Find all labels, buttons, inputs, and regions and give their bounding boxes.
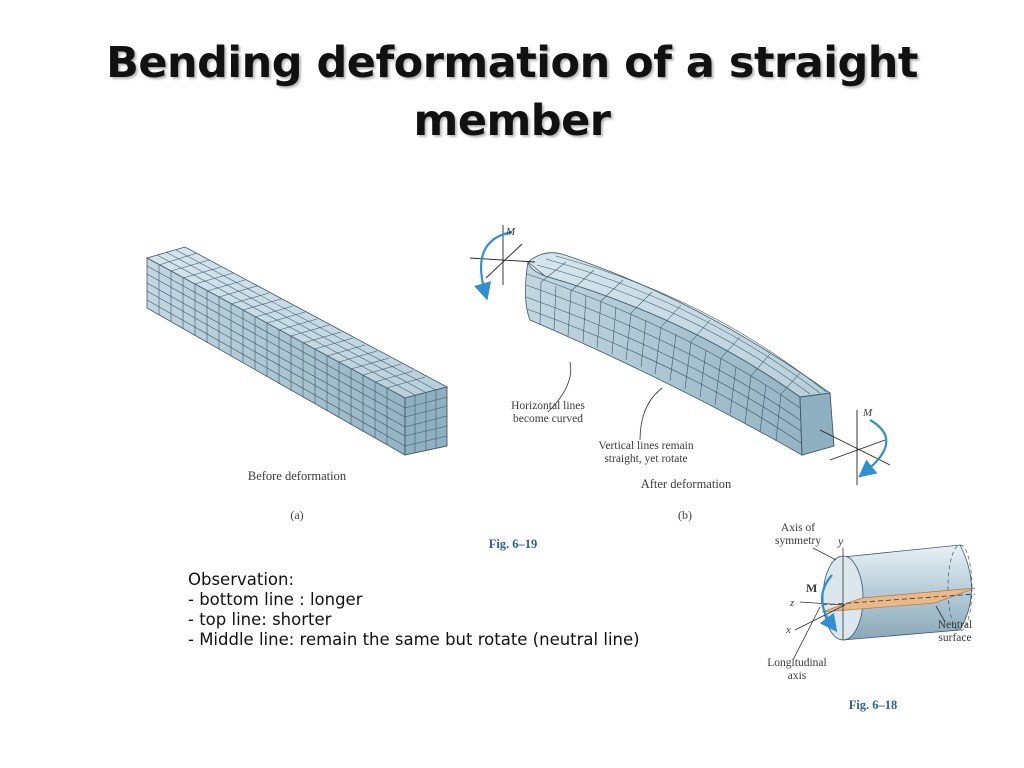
beam-top-grid: [156, 249, 437, 396]
observation-heading: Observation:: [188, 570, 295, 589]
caption-tag-a: (a): [290, 508, 303, 522]
axis-of-symmetry-line-1: Axis of: [781, 522, 815, 534]
observation-block: Observation: - bottom line : longer - to…: [188, 570, 640, 650]
axis-of-symmetry-leader: [812, 547, 837, 561]
annotation-vertical-line-1: Vertical lines remain: [598, 440, 693, 452]
moment-symbol-right: [819, 410, 891, 485]
bent-beam-top-grid: [536, 255, 827, 395]
annotation-horizontal-line-2: become curved: [513, 413, 583, 425]
slide-title-line-1: Bending deformation of a straight: [106, 38, 918, 88]
neutral-surface: [821, 587, 976, 613]
observation-item-bottom: - bottom line : longer: [188, 590, 363, 609]
caption-before-deformation: Before deformation: [248, 469, 347, 483]
longitudinal-axis-line: [821, 593, 976, 606]
moment-label-right: M: [862, 407, 873, 419]
axis-of-symmetry-line-2: symmetry: [775, 535, 821, 547]
annotation-vertical-line-2: straight, yet rotate: [604, 453, 687, 465]
beam-side-grid: [146, 265, 406, 447]
beam-end-grid: [404, 390, 448, 453]
neutral-surface-line-2: surface: [938, 632, 971, 644]
slide-title-line-2: member: [413, 96, 611, 146]
longitudinal-axis-line-2: axis: [788, 670, 807, 682]
neutral-surface-leader: [935, 605, 946, 623]
observation-item-middle: - Middle line: remain the same but rotat…: [188, 630, 640, 649]
observation-item-top: - top line: shorter: [188, 610, 332, 629]
z-axis-label: z: [789, 597, 795, 609]
moment-label-left: M: [505, 226, 516, 238]
cylinder-body: [842, 544, 972, 641]
figure-label-6-19: Fig. 6–19: [489, 537, 538, 551]
y-axis-label: y: [837, 534, 844, 548]
annotation-leaders: [547, 361, 663, 441]
annotation-horizontal-line-1: Horizontal lines: [511, 400, 585, 412]
longitudinal-axis-leader: [792, 606, 821, 661]
caption-after-deformation: After deformation: [641, 477, 732, 491]
neutral-surface-line-1: Neutral: [938, 619, 972, 631]
moment-symbol-left: [469, 225, 536, 301]
bent-beam-side-grid: [525, 273, 802, 444]
x-axis-label: x: [785, 624, 791, 636]
bent-beam-end-face: [799, 392, 835, 456]
bent-beam-figure: [525, 252, 835, 456]
moment-label-cylinder: M: [806, 581, 817, 595]
slide-title: Bending deformation of a straight member: [0, 34, 1024, 150]
cylinder-figure: [792, 544, 976, 661]
straight-beam-figure: [145, 246, 449, 456]
caption-tag-b: (b): [678, 508, 692, 522]
longitudinal-axis-line-1: Longitudinal: [767, 657, 826, 669]
figure-label-6-18: Fig. 6–18: [849, 698, 898, 712]
moment-arrow-cylinder: [819, 574, 838, 633]
